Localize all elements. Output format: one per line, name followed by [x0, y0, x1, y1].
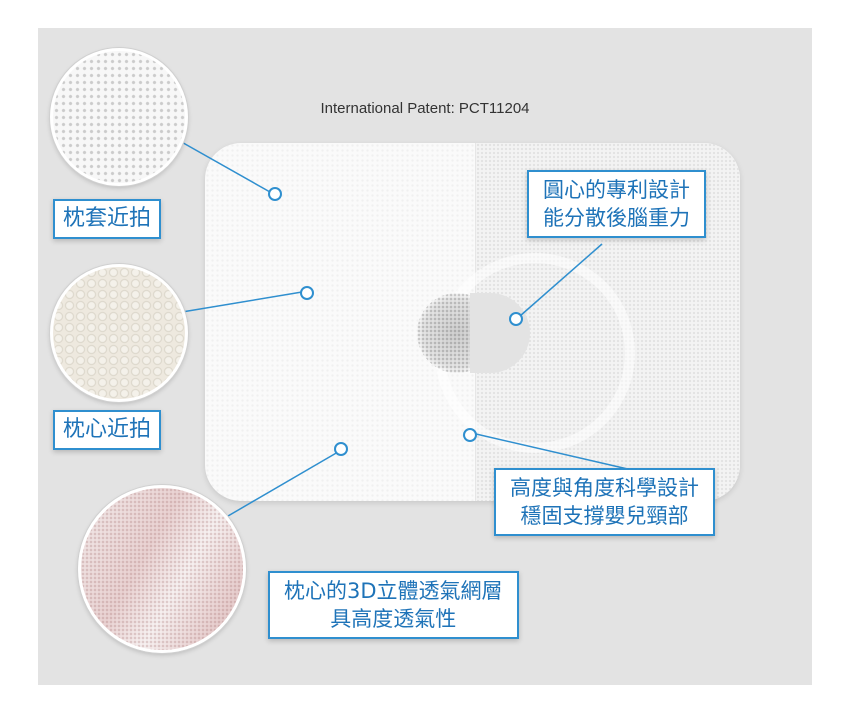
- core-closeup-image: [50, 264, 188, 402]
- mesh-closeup-image: [78, 485, 246, 653]
- patent-text: International Patent: PCT11204: [320, 100, 530, 117]
- marker-mesh: [334, 442, 348, 456]
- marker-cover: [268, 187, 282, 201]
- label-height-design: 高度與角度科學設計 穩固支撐嬰兒頸部: [494, 468, 715, 536]
- marker-core: [300, 286, 314, 300]
- line-core: [181, 291, 303, 313]
- line-circle: [519, 243, 603, 317]
- label-circle-design-line1: 圓心的專利設計: [543, 178, 690, 202]
- marker-circle: [509, 312, 523, 326]
- label-mesh-line2: 具高度透氣性: [330, 607, 457, 631]
- label-circle-design-line2: 能分散後腦重力: [543, 206, 690, 230]
- label-circle-design: 圓心的專利設計 能分散後腦重力: [527, 170, 706, 238]
- cover-closeup-image: [50, 48, 188, 186]
- line-cover: [177, 139, 271, 193]
- label-mesh-line1: 枕心的3D立體透氣網層: [284, 579, 503, 603]
- label-mesh: 枕心的3D立體透氣網層 具高度透氣性: [268, 571, 519, 639]
- line-height: [475, 433, 633, 471]
- marker-height: [463, 428, 477, 442]
- label-height-design-line1: 高度與角度科學設計: [510, 476, 699, 500]
- line-mesh: [227, 451, 339, 517]
- label-core-closeup: 枕心近拍: [53, 410, 162, 450]
- label-cover-closeup: 枕套近拍: [53, 199, 162, 239]
- label-height-design-line2: 穩固支撐嬰兒頸部: [520, 504, 689, 528]
